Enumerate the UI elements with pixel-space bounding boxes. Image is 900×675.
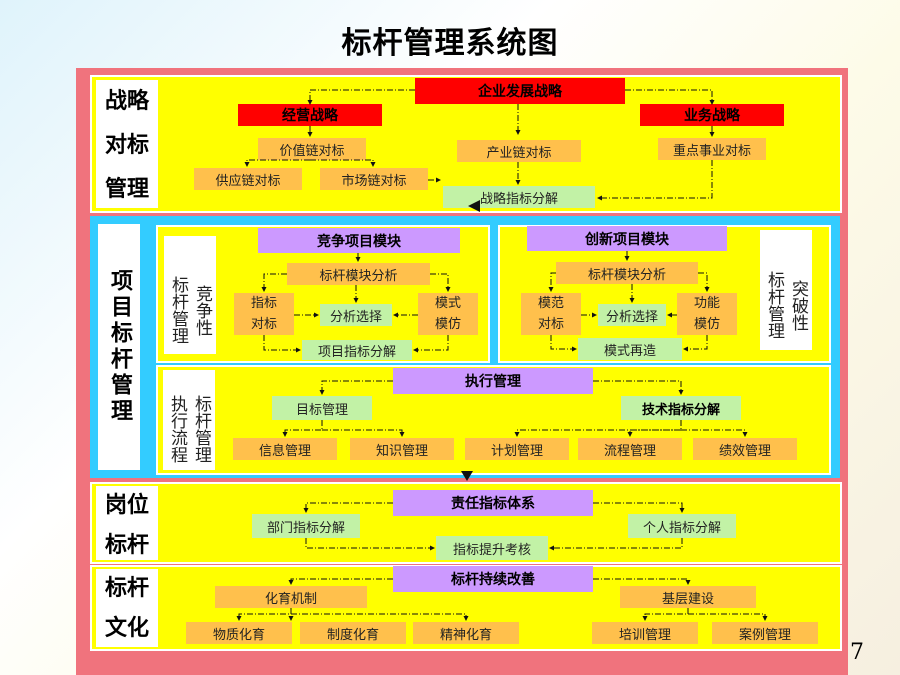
mode-reengineering-box: 模式再造: [578, 338, 682, 360]
industry-chain-box: 产业链对标: [457, 140, 581, 162]
execution-side-panel: 标杆管理 执行流程: [163, 370, 215, 470]
post-label-panel: 岗位 标杆: [96, 486, 158, 560]
spirit-cultivation-box: 精神化育: [413, 622, 519, 644]
dept-indicator-decompose-box: 部门指标分解: [252, 514, 360, 538]
supply-chain-box: 供应链对标: [194, 168, 302, 190]
execution-side-text: 执行流程: [167, 395, 187, 463]
competitive-project-head: 竞争项目模块: [258, 228, 460, 253]
continuous-improvement-head: 标杆持续改善: [393, 566, 593, 592]
tech-indicator-decompose-box: 技术指标分解: [621, 396, 741, 420]
training-management-box: 培训管理: [592, 622, 698, 644]
business-strategy-box: 业务战略: [640, 104, 784, 126]
competitive-analysis-select-box: 分析选择: [320, 304, 392, 326]
strategy-label-panel: 战略 对标 管理: [96, 80, 158, 208]
market-chain-box: 市场链对标: [320, 168, 428, 190]
innovation-project-head: 创新项目模块: [527, 226, 727, 251]
execution-side-text: 标杆管理: [191, 395, 211, 463]
knowledge-management-box: 知识管理: [350, 438, 454, 460]
indicator-benchmark-line: 指标: [250, 296, 277, 311]
function-imitation-box: 功能 模仿: [677, 293, 737, 335]
case-management-box: 案例管理: [712, 622, 818, 644]
competitive-analysis-box: 标杆模块分析: [287, 263, 430, 285]
indicator-benchmark-box: 指标 对标: [234, 293, 294, 335]
model-benchmark-line: 对标: [537, 317, 564, 332]
post-label-line: 标杆: [104, 533, 149, 558]
performance-management-box: 绩效管理: [693, 438, 797, 460]
project-indicator-decompose-box: 项目指标分解: [302, 340, 412, 360]
plan-management-box: 计划管理: [465, 438, 569, 460]
competitive-side-text: 竞争性: [192, 284, 212, 336]
strategy-label-line: 管理: [104, 177, 149, 202]
mode-imitation-line: 模仿: [434, 317, 461, 332]
mode-imitation-box: 模式 模仿: [418, 293, 478, 335]
model-benchmark-line: 模范: [537, 296, 564, 311]
strategy-decompose-box: 战略指标分解: [443, 186, 595, 208]
personal-indicator-decompose-box: 个人指标分解: [628, 514, 736, 538]
innovation-analysis-box: 标杆模块分析: [556, 262, 698, 284]
culture-label-line: 标杆: [104, 576, 149, 601]
project-label: 项目标杆管理: [107, 269, 132, 425]
innovation-side-text: 标杆管理: [764, 271, 784, 339]
system-cultivation-box: 制度化育: [300, 622, 406, 644]
innovation-side-panel: 突破性 标杆管理: [760, 230, 812, 350]
innovation-side-text: 突破性: [788, 279, 808, 331]
key-business-box: 重点事业对标: [658, 138, 766, 160]
target-management-box: 目标管理: [272, 396, 372, 420]
material-cultivation-box: 物质化育: [186, 622, 292, 644]
cultivation-mechanism-box: 化育机制: [215, 586, 367, 608]
value-chain-box: 价值链对标: [258, 138, 366, 160]
model-benchmark-box: 模范 对标: [521, 293, 581, 335]
culture-label-line: 文化: [104, 616, 149, 641]
function-imitation-line: 模仿: [693, 317, 720, 332]
grassroots-building-box: 基层建设: [620, 586, 756, 608]
project-label-panel: 项目标杆管理: [98, 224, 140, 470]
info-management-box: 信息管理: [233, 438, 337, 460]
page-title: 标杆管理系统图: [341, 26, 559, 61]
enterprise-strategy-box: 企业发展战略: [415, 78, 625, 104]
strategy-label-line: 战略: [104, 89, 149, 114]
indicator-benchmark-line: 对标: [250, 317, 277, 332]
process-management-box: 流程管理: [578, 438, 682, 460]
culture-label-panel: 标杆 文化: [96, 569, 158, 647]
mode-imitation-line: 模式: [434, 296, 461, 311]
innovation-analysis-select-box: 分析选择: [598, 304, 666, 326]
post-label-line: 岗位: [104, 493, 149, 518]
competitive-side-text: 标杆管理: [168, 276, 188, 344]
indicator-assessment-box: 指标提升考核: [436, 536, 548, 560]
responsibility-indicator-head: 责任指标体系: [393, 490, 593, 516]
strategy-label-line: 对标: [104, 133, 149, 158]
execution-management-head: 执行管理: [393, 368, 593, 394]
page-number: 7: [850, 640, 864, 665]
competitive-side-panel: 竞争性 标杆管理: [164, 236, 216, 354]
function-imitation-line: 功能: [693, 296, 720, 311]
operation-strategy-box: 经营战略: [238, 104, 382, 126]
